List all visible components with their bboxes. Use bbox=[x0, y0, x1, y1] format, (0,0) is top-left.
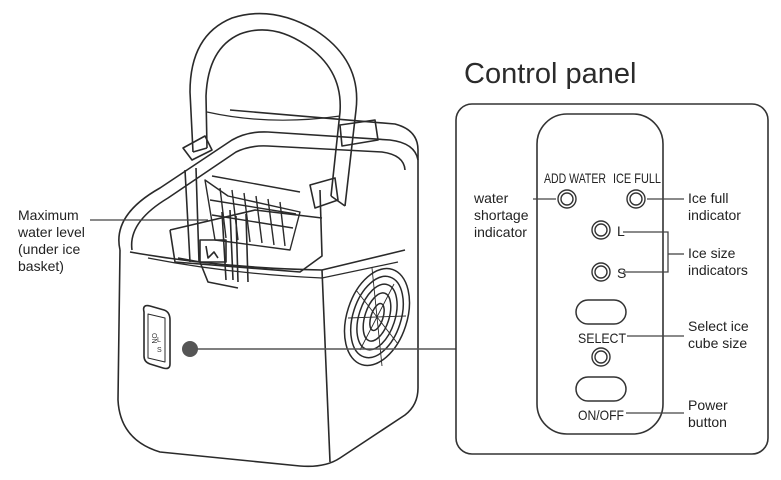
on-off-label: ON/OFF bbox=[578, 407, 624, 423]
panel-connector-dot bbox=[182, 341, 198, 357]
device-panel-mark-on: ON bbox=[150, 333, 157, 344]
hinge-right bbox=[309, 177, 339, 209]
indicator-lights bbox=[557, 189, 646, 367]
on-off-button[interactable] bbox=[575, 376, 627, 402]
ice-full-indicator-label: Ice full indicator bbox=[688, 190, 741, 223]
device-panel-mark-s: S bbox=[157, 347, 162, 354]
ice-maker-illustration bbox=[117, 12, 419, 468]
control-panel-frame bbox=[455, 103, 769, 455]
support-post bbox=[184, 167, 200, 263]
water-shortage-label: water shortage indicator bbox=[474, 190, 529, 240]
body-top-rim bbox=[118, 131, 419, 251]
fan-vent bbox=[343, 267, 411, 367]
power-button-label: Power button bbox=[688, 397, 728, 430]
device-control-panel bbox=[142, 304, 171, 370]
callout-lines bbox=[533, 198, 684, 414]
ice-basket bbox=[204, 175, 301, 251]
hinge-left bbox=[182, 135, 213, 161]
body-corner-seam bbox=[321, 269, 331, 463]
select-button[interactable] bbox=[575, 299, 627, 325]
add-water-label: ADD WATER bbox=[544, 170, 606, 186]
control-panel-face bbox=[536, 113, 664, 435]
open-lid bbox=[189, 12, 358, 207]
ice-size-indicators-label: Ice size indicators bbox=[688, 245, 748, 278]
small-size-label: S bbox=[617, 265, 626, 281]
body-outline bbox=[117, 109, 419, 468]
device-panel-mark-l: L bbox=[157, 337, 161, 344]
water-level-tab bbox=[199, 239, 227, 263]
body-top-edge bbox=[129, 249, 406, 271]
max-water-level-label: Maximum water level (under ice basket) bbox=[18, 207, 85, 274]
select-size-label: Select ice cube size bbox=[688, 318, 749, 351]
ice-full-label: ICE FULL bbox=[613, 170, 661, 186]
control-panel-title: Control panel bbox=[464, 58, 637, 90]
select-label: SELECT bbox=[578, 330, 626, 346]
body-top-inner-rim bbox=[130, 145, 406, 251]
large-size-label: L bbox=[617, 223, 625, 239]
